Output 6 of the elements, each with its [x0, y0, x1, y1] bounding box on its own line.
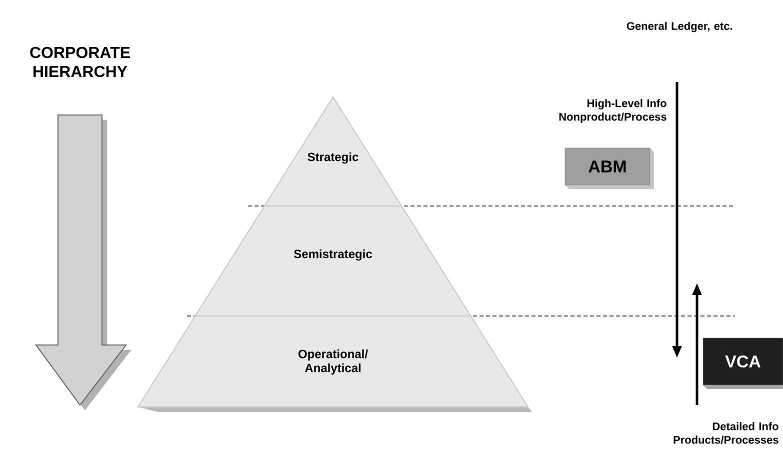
text-label: Detailed Info Products/Processes	[674, 422, 778, 444]
text-label: General Ledger, etc.	[626, 22, 732, 32]
block: VCA	[702, 338, 783, 389]
text-label: High-Level Info Nonproduct/Process	[559, 99, 666, 123]
text-label: CORPORATE HIERARCHY	[30, 46, 130, 78]
block: ABM	[564, 148, 654, 189]
